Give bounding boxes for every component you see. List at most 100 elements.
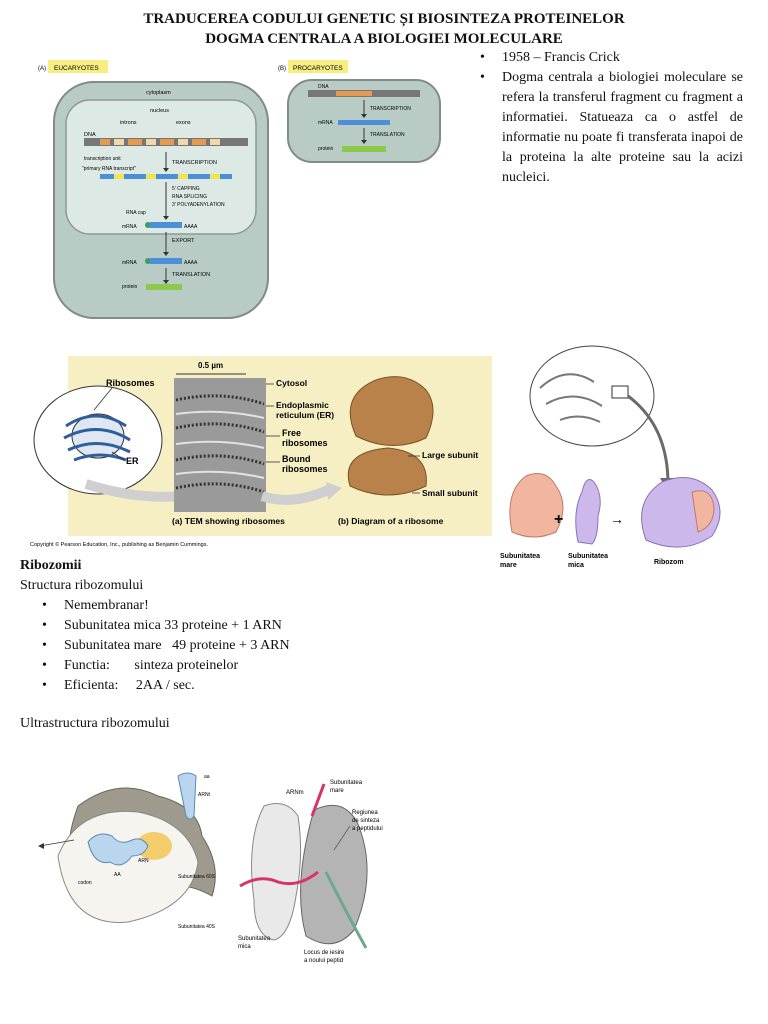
ultrastructure-left-figure: aa ARNt ARN codon AA Subunitatea 60S Sub… <box>38 772 216 930</box>
rna-cap <box>145 222 151 228</box>
list-item: Subunitatea mare 49 proteine + 3 ARN <box>42 636 290 656</box>
intro-bullets: 1958 – Francis Crick Dogma centrala a bi… <box>478 48 743 188</box>
mare-label: mare <box>330 788 344 794</box>
translation-arrowhead <box>163 280 169 284</box>
polya-label: AAAA <box>184 224 198 230</box>
translation-label: TRANSLATION <box>172 272 210 278</box>
arrow-sign: → <box>610 511 624 527</box>
cell-outline <box>529 345 655 447</box>
large-subunit-illustration <box>509 473 564 538</box>
panel-b-tag-bg <box>288 60 348 73</box>
zoom-arrow-2 <box>260 485 331 505</box>
locus-label: Locus de iesire <box>304 950 345 956</box>
cytoplasm-label: cytoplasm <box>146 90 171 96</box>
incoming-trna <box>177 772 197 820</box>
ribosome-location-figure: Ribosomes ER 0.5 µm Cytosol Endoplasmic … <box>30 356 492 548</box>
small-subunit-shape <box>347 447 427 496</box>
nascent-peptide <box>324 871 368 949</box>
prok-mrna-label: mRNA <box>318 120 333 126</box>
subunit-mare-label: mare <box>500 562 517 569</box>
ribosomes-pointer <box>93 387 113 411</box>
intro-bullet: 1958 – Francis Crick <box>478 48 743 68</box>
list-item: Eficienta: 2AA / sec. <box>42 676 290 696</box>
bound-ribosomes-label: ribosomes <box>282 464 328 474</box>
list-item: Subunitatea mica 33 proteine + 1 ARN <box>42 616 290 636</box>
regiune-label: Regiunea <box>352 810 378 816</box>
tem-lumen <box>175 410 265 479</box>
zoom-box <box>611 385 629 399</box>
er-pointer <box>111 451 125 461</box>
dna-label: DNA <box>84 132 96 138</box>
nucleus-label: nucleus <box>150 108 169 114</box>
locus-label: a noului peptid <box>304 958 343 964</box>
panel-a-label: (A) <box>38 66 46 72</box>
er-sketch <box>63 414 131 462</box>
exit-arrowhead <box>38 843 44 849</box>
nucleus <box>65 99 257 235</box>
panel-a-tag: EUCARYOTES <box>54 65 99 72</box>
exon <box>160 139 174 145</box>
section-subheading: Structura ribozomului <box>20 578 144 593</box>
plus-sign: + <box>554 511 563 528</box>
scale-label: 0.5 µm <box>198 361 223 370</box>
rna-intron <box>114 174 124 179</box>
primary-rna <box>100 174 232 179</box>
prok-protein <box>342 146 386 152</box>
aa-label: AA <box>114 872 121 878</box>
rna-cap-label: RNA cap <box>126 210 146 216</box>
regiune-pointer <box>333 825 351 851</box>
transcription-unit-label: transcription unit <box>84 156 121 162</box>
sub60-label: Subunitatea 60S <box>178 874 216 880</box>
prok-gene <box>336 91 372 96</box>
copyright: Copyright © Pearson Education, Inc., pub… <box>30 541 208 548</box>
mrna-strand <box>239 870 319 888</box>
regiune-label: de sinteza <box>352 818 380 824</box>
bound-ribosomes-label: Bound <box>282 454 311 464</box>
intro-bullet: Dogma centrala a biologiei moleculare se… <box>478 68 743 188</box>
small-subunit-label: Small subunit <box>422 488 478 498</box>
trna-complex <box>87 833 149 866</box>
regiune-label: a peptidului <box>352 826 383 832</box>
prok-translation-arrowhead <box>361 140 367 144</box>
prok-transcription-label: TRANSCRIPTION <box>370 106 411 112</box>
caption-b: (b) Diagram of a ribosome <box>338 516 444 526</box>
prok-protein-label: protein <box>318 146 334 152</box>
assembled-large-part <box>691 490 715 533</box>
mare-label: Subunitatea <box>330 780 363 786</box>
processing-step: 5' CAPPING <box>172 186 200 192</box>
rna-cap <box>145 258 151 264</box>
protein-bar <box>146 284 182 290</box>
trna-aa-label: aa <box>204 774 210 780</box>
ribozom-label: Ribozom <box>654 559 684 566</box>
mrna-top <box>310 783 326 817</box>
intron <box>114 139 124 145</box>
free-ribosomes-label: Free <box>282 428 301 438</box>
codon-label: codon <box>78 880 92 886</box>
list-item: Nemembranar! <box>42 596 290 616</box>
processing-step: RNA SPLICING <box>172 194 207 200</box>
page-title-line2: DOGMA CENTRALA A BIOLOGIEI MOLECULARE <box>205 31 563 47</box>
rna-intron <box>210 174 220 179</box>
exit-arrow <box>39 839 75 847</box>
transcription-label: TRANSCRIPTION <box>172 160 217 166</box>
rna-intron <box>146 174 156 179</box>
arnm-label: ARNm <box>286 790 304 796</box>
sub40-label: Subunitatea 40S <box>178 924 216 930</box>
export-arrowhead <box>163 252 169 256</box>
subunit-mare-label: Subunitatea <box>500 553 540 560</box>
exons-label: exons <box>176 120 191 126</box>
page-title-line1: TRADUCEREA CODULUI GENETIC ȘI BIOSINTEZA… <box>143 11 625 27</box>
mica-label: mica <box>238 944 251 950</box>
exon <box>192 139 206 145</box>
p-site-glow <box>136 832 172 860</box>
subunit-mica-label: Subunitatea <box>568 553 608 560</box>
central-dogma-figure: (A) EUCARYOTES cytoplasm nucleus introns… <box>38 60 441 319</box>
panel-b-tag: PROCARYOTES <box>293 65 343 72</box>
free-ribosomes-label: ribosomes <box>282 438 328 448</box>
prok-transcription-arrowhead <box>361 114 367 118</box>
large-subunit-mare <box>300 804 368 945</box>
introns-label: introns <box>120 120 137 126</box>
er-full-label: reticulum (ER) <box>276 410 334 420</box>
large-subunit-label: Large subunit <box>422 450 478 460</box>
export-label: EXPORT <box>172 238 195 244</box>
